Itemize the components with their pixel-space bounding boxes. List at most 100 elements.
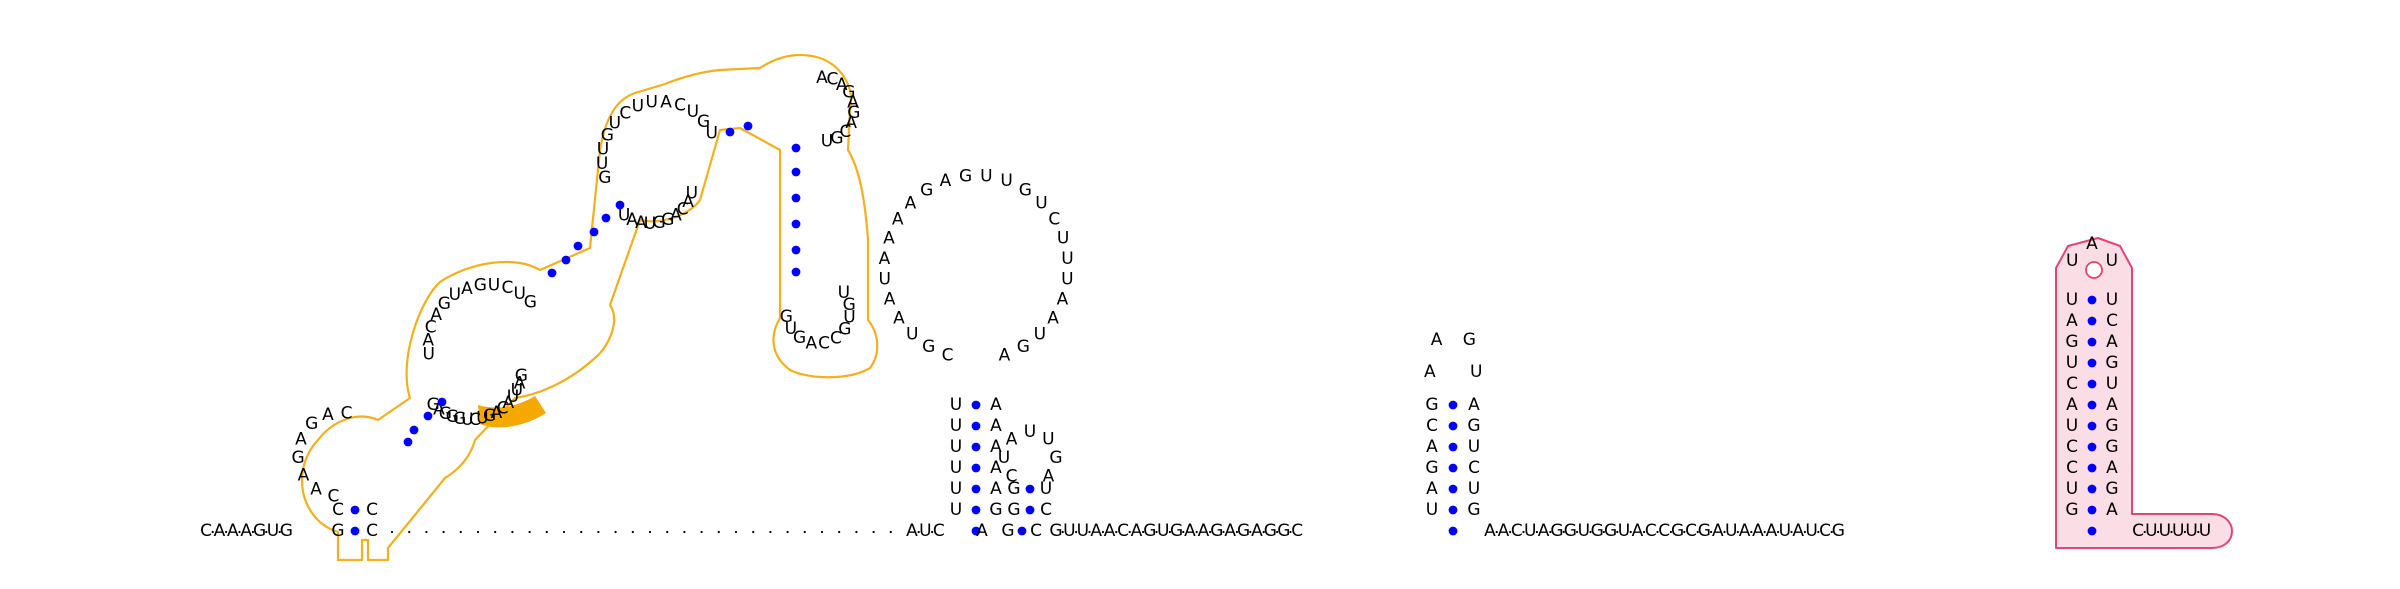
hairpin-5-stem-3prime: A <box>2106 395 2118 415</box>
backbone-5prime-nt: A <box>214 521 226 541</box>
hairpin-2-loop-nt: A <box>1047 308 1059 328</box>
hairpin-1-inner-nt: A <box>502 393 514 413</box>
hairpin-5-stem-5prime: G <box>2065 500 2078 520</box>
hairpin-2-loop-nt: U <box>878 270 890 290</box>
hairpin-1-side-loop-nt: U <box>843 308 855 328</box>
hairpin-1-upper-loop-nt: G <box>601 126 614 146</box>
backbone-link <box>1562 530 1565 534</box>
hairpin-1-side-loop-nt: C <box>830 329 842 349</box>
hairpin-1-side-loop-nt: U <box>785 319 797 339</box>
hairpin-1-middle-loop-nt: G <box>474 276 487 296</box>
hairpin-1-lower-loop-nt: G <box>305 414 318 434</box>
backbone-link <box>2183 530 2186 534</box>
base-pair-dot <box>2087 484 2097 494</box>
unpaired-gap-dot <box>820 530 824 534</box>
unpaired-gap-dot <box>717 530 720 534</box>
hairpin-1-lower-loop-nt: A <box>322 405 334 425</box>
unpaired-gap-dot <box>855 530 858 534</box>
unpaired-gap-dot <box>545 530 548 534</box>
base-pair-dot <box>971 442 981 452</box>
hairpin-1-apex-loop-nt: G <box>847 103 860 123</box>
hairpin-5-stem-5prime: C <box>2066 374 2078 394</box>
hairpin-1-inner-nt: U <box>686 184 698 204</box>
base-pair-dot <box>615 200 625 210</box>
base-pair-dot <box>2087 526 2097 536</box>
hairpin-2-stem-3prime: A <box>990 479 1002 499</box>
backbone-middle-nt: U <box>1805 521 1817 541</box>
backbone-link <box>278 530 281 534</box>
backbone-link <box>1168 530 1171 534</box>
backbone-link <box>251 530 254 534</box>
base-pair-dot <box>791 267 801 277</box>
hairpin-4-loop-nt: U <box>1470 362 1482 382</box>
hairpin-1-inner-nt: G <box>453 409 466 429</box>
hairpin-5-stem-5prime: U <box>2066 290 2078 310</box>
hairpin-2-loop-nt: A <box>879 249 891 269</box>
base-pair-dot <box>601 213 611 223</box>
hairpin-1-inner-nt: U <box>644 214 656 234</box>
backbone-middle-nt: A <box>1184 521 1196 541</box>
unpaired-gap-dot <box>562 530 566 534</box>
hairpin-1-apex-loop-nt: A <box>847 92 859 112</box>
hairpin-3-stem-3prime: C <box>1040 500 1052 520</box>
hairpin-2-loop-nt: C <box>942 346 954 366</box>
hairpin-1-middle-loop-nt: A <box>422 331 434 351</box>
backbone-link <box>1155 530 1158 534</box>
backbone-link <box>1656 530 1659 534</box>
hairpin-1-inner-nt: U <box>476 409 488 429</box>
hairpin-2-loop-nt: C <box>1048 210 1060 230</box>
hairpin-1-apex-loop-nt: U <box>821 132 833 152</box>
backbone-middle-nt: U <box>1524 521 1536 541</box>
backbone-middle-nt: A <box>1792 521 1804 541</box>
hairpin-2-loop-nt: U <box>1034 324 1046 344</box>
hairpin-1-foot: C <box>332 500 344 520</box>
hairpin-1-upper-loop-nt: C <box>619 104 631 124</box>
hairpin-1-inner-nt: U <box>618 206 630 226</box>
base-pair-dot <box>1448 463 1458 473</box>
backbone-link <box>1576 530 1579 534</box>
base-pair-dot <box>743 121 753 131</box>
base-pair-dot <box>971 463 981 473</box>
base-pair-dot <box>350 505 360 515</box>
backbone-link <box>1710 530 1713 534</box>
base-pair-dot <box>1025 484 1035 494</box>
hairpin-1-foot: C <box>366 500 378 520</box>
backbone-middle-nt: G <box>1237 521 1250 541</box>
base-pair-dot <box>409 425 419 435</box>
hairpin-2-loop-nt: U <box>1061 270 1073 290</box>
unpaired-gap-dot <box>786 530 789 534</box>
backbone-middle-nt: C <box>933 521 945 541</box>
hairpin-1-upper-loop-nt: U <box>596 154 608 174</box>
backbone-link <box>1289 530 1292 534</box>
hairpin-2-stem-5prime: U <box>950 437 962 457</box>
backbone-link <box>1696 530 1699 534</box>
backbone-middle-nt: U <box>1618 521 1630 541</box>
backbone-middle-nt: C <box>1117 521 1129 541</box>
backbone-link <box>917 530 920 534</box>
unpaired-gap-dot <box>700 530 703 534</box>
hairpin-2-loop-nt: U <box>1061 249 1073 269</box>
unpaired-gap-dot <box>838 530 841 534</box>
hairpin-1-side-loop-nt: C <box>818 333 830 353</box>
hairpin-3-stem-5prime: G <box>1007 479 1020 499</box>
backbone-middle-nt: U <box>919 521 931 541</box>
unpaired-gap-dot <box>889 530 892 534</box>
backbone-middle-nt: G <box>1143 521 1156 541</box>
hairpin-5-stem-5prime: U <box>2066 479 2078 499</box>
base-pair-dot <box>2087 400 2097 410</box>
hairpin-5-stem-3prime: G <box>2105 416 2118 436</box>
base-pair-dot <box>2087 421 2097 431</box>
hairpin-1-middle-loop-nt: G <box>524 293 537 313</box>
backbone-link <box>1549 530 1552 534</box>
hairpin-4-stem-3prime: G <box>1467 416 1480 436</box>
hairpin-1-upper-loop-nt: C <box>674 96 686 116</box>
backbone-link <box>1535 530 1538 534</box>
hairpin-4-stem-3prime: U <box>1468 437 1480 457</box>
hairpin-4-stem-3prime: U <box>1468 479 1480 499</box>
hairpin-5-stem-5prime: C <box>2066 458 2078 478</box>
backbone-middle-nt: A <box>1632 521 1644 541</box>
backbone-middle-nt: C <box>1030 521 1042 541</box>
backbone-middle-nt: C <box>1645 521 1657 541</box>
backbone-link <box>2197 530 2200 534</box>
backbone-link <box>1195 530 1198 534</box>
